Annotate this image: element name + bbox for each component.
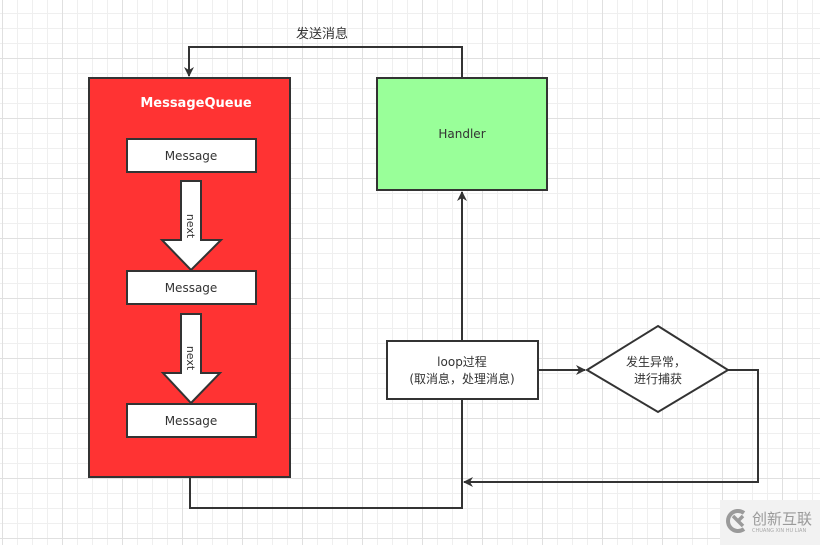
- message-box-2[interactable]: [126, 270, 257, 305]
- handler-box[interactable]: [376, 77, 548, 191]
- next-arrow-1: [159, 180, 224, 272]
- watermark-text-en: CHUANG XIN HU LIAN: [752, 528, 807, 534]
- message-label-1: Message: [165, 149, 218, 163]
- decision-label-line1: 发生异常，: [626, 354, 686, 369]
- next-arrow-2: [160, 313, 223, 405]
- message-box-1[interactable]: [126, 138, 257, 173]
- watermark: 创新互联 CHUANG XIN HU LIAN: [720, 500, 820, 545]
- next-arrow-label-2: next: [184, 346, 197, 371]
- edge-send-message[interactable]: [184, 46, 463, 78]
- message-label-3: Message: [165, 414, 218, 428]
- loop-process-label-line2: (取消息，处理消息): [409, 371, 514, 386]
- loop-process-box[interactable]: [386, 340, 539, 400]
- message-box-3[interactable]: [126, 403, 257, 438]
- edge-decision-back-to-loop[interactable]: [463, 369, 759, 487]
- next-arrow-label-1: next: [184, 214, 197, 239]
- message-queue-title: MessageQueue: [140, 96, 252, 111]
- exception-decision-diamond[interactable]: [585, 324, 730, 414]
- handler-label: Handler: [438, 127, 485, 141]
- watermark-text-cn: 创新互联: [752, 510, 813, 528]
- loop-process-label-line1: loop过程: [437, 354, 487, 369]
- decision-label-line2: 进行捕获: [634, 371, 682, 386]
- chuangxin-logo-icon: [726, 509, 746, 533]
- message-label-2: Message: [165, 281, 218, 295]
- edge-send-message-label: 发送消息: [296, 26, 348, 42]
- edge-queue-to-loop[interactable]: [189, 399, 463, 509]
